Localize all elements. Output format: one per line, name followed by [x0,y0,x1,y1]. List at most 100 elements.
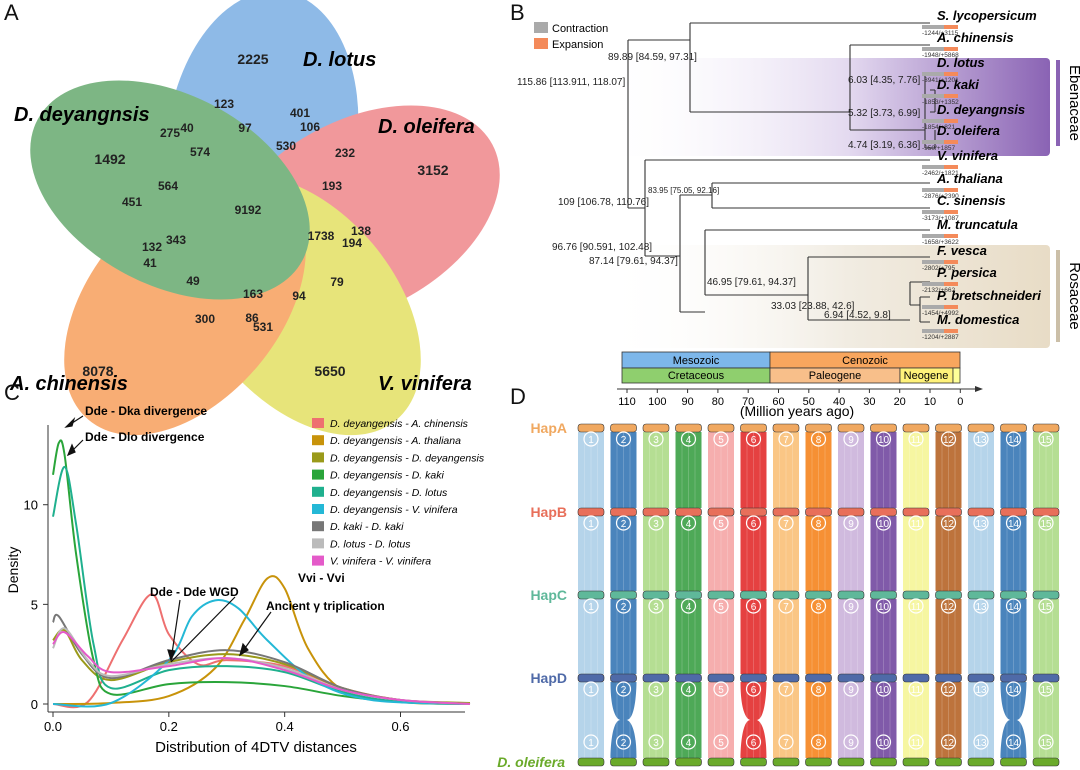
chrom-number-ring [713,681,729,697]
c-ytick-label: 0 [31,697,38,712]
chrom-number: 7 [783,519,789,530]
c-series-line [52,631,471,705]
venn-count: 79 [330,275,344,289]
time-tick-label: 110 [618,396,636,408]
chrom-number: 12 [943,435,955,446]
chrom-number-ring [875,431,892,447]
chrom-number: 6 [751,602,757,613]
chromosome-bar [837,673,865,683]
chromosome-bar [577,507,605,517]
chrom-number: 8 [816,602,822,613]
chrom-number-ring [875,515,892,531]
chrom-number: 11 [911,738,922,749]
time-axis-arrow [975,386,983,392]
expansion-bar [944,72,958,76]
chrom-number: 7 [783,685,789,696]
c-series-line [52,575,471,705]
c-annotations [64,415,272,663]
chrom-number: 15 [1040,602,1052,613]
synteny-ribbon [1000,432,1027,508]
c-annot-vvi: Vvi - Vvi [298,571,345,585]
synteny-ribbon [805,432,832,508]
gene-family-count: -2802/+795 [922,265,955,272]
chromosome-bar [772,757,800,767]
chrom-number: 10 [878,685,890,696]
synteny-ribbon [935,599,962,674]
rosaceae-band [600,245,1050,348]
chrom-number: 12 [943,685,955,696]
chrom-number-ring [713,515,729,531]
synteny-ribbon [643,516,669,591]
chrom-number-ring [973,734,989,750]
synteny-ribbon [968,599,994,674]
synteny-ribbon [935,432,962,508]
chromosome-bar [967,673,995,683]
chrom-number-ring [973,681,989,697]
panel-c: C Density Distribution of 4DTV distances… [4,380,485,756]
chromosome-bar [805,507,832,517]
chromosome-bar [870,757,897,767]
synteny-ribbon [1033,432,1059,508]
chromosome-bar [935,423,962,433]
synteny-ribbon [903,432,929,508]
taxon-name: D. oleifera [937,123,1000,138]
chromosome-bar [805,590,832,600]
gene-family-count: -2462/+1821 [922,170,959,177]
c-series-line [52,439,471,705]
venn-count: 275 [160,126,180,140]
venn-count: 300 [195,312,215,326]
chrom-number: 2 [621,602,627,613]
taxon-name: D. lotus [937,55,985,70]
synteny-ribbon [675,516,702,591]
panel-a: A D. lotus D. oleifera V. vinifera A. ch… [4,0,500,436]
synteny-ribbon [870,599,897,674]
legend-swatch-expansion [534,38,548,49]
venn-count: 564 [158,179,178,193]
chrom-number: 3 [653,738,659,749]
chromosome-bar [740,673,767,683]
contraction-bar [922,234,944,238]
chrom-number-ring [648,598,664,614]
chrom-number-ring [875,734,892,750]
chrom-number-ring [1038,598,1054,614]
c-ytick-label: 5 [31,597,38,612]
chromosome-bar [772,507,800,517]
c-legend-swatch [312,504,324,514]
venn-count: 343 [166,233,186,247]
synteny-ribbon [675,432,702,508]
chromosome-bar [902,673,930,683]
chromosome-bar [837,590,865,600]
chrom-number: 13 [975,519,987,530]
chrom-number: 4 [686,435,692,446]
c-annot-wgd: Dde - Dde WGD [150,585,239,599]
chrom-number-ring [1005,431,1022,447]
chrom-number: 14 [1008,602,1020,613]
c-legend-swatch [312,521,324,532]
expansion-bar [944,140,958,144]
haplotype-label: HapC [530,587,567,603]
c-legend-label: D. deyangensis - D. lotus [330,487,448,499]
chromosome-bar [967,507,995,517]
taxon-name: M. truncatula [937,217,1018,232]
legend-contraction: Contraction [552,23,608,35]
chrom-number-ring [973,431,989,447]
chrom-number-ring [973,515,989,531]
chrom-number-ring [680,515,697,531]
chromosome-bar [642,673,670,683]
synteny-ribbon [773,432,799,508]
chrom-number: 6 [751,685,757,696]
tree-node-labels: 115.86 [113.911, 118.07]89.89 [84.59, 97… [517,52,921,321]
chrom-number-ring [908,681,924,697]
venn-count: 40 [180,121,194,135]
c-xtick-label: 0.4 [276,719,294,734]
chromosome-bar [837,423,865,433]
chrom-number-ring [648,515,664,531]
c-annot-dka: Dde - Dka divergence [85,404,207,418]
venn-count: 138 [351,224,371,238]
expansion-bar [944,282,958,286]
synteny-ribbon [708,516,734,591]
c-legend-swatch [312,452,324,463]
chrom-number-ring [940,598,957,614]
chromosome-bar [902,590,930,600]
expansion-bar [944,188,958,192]
